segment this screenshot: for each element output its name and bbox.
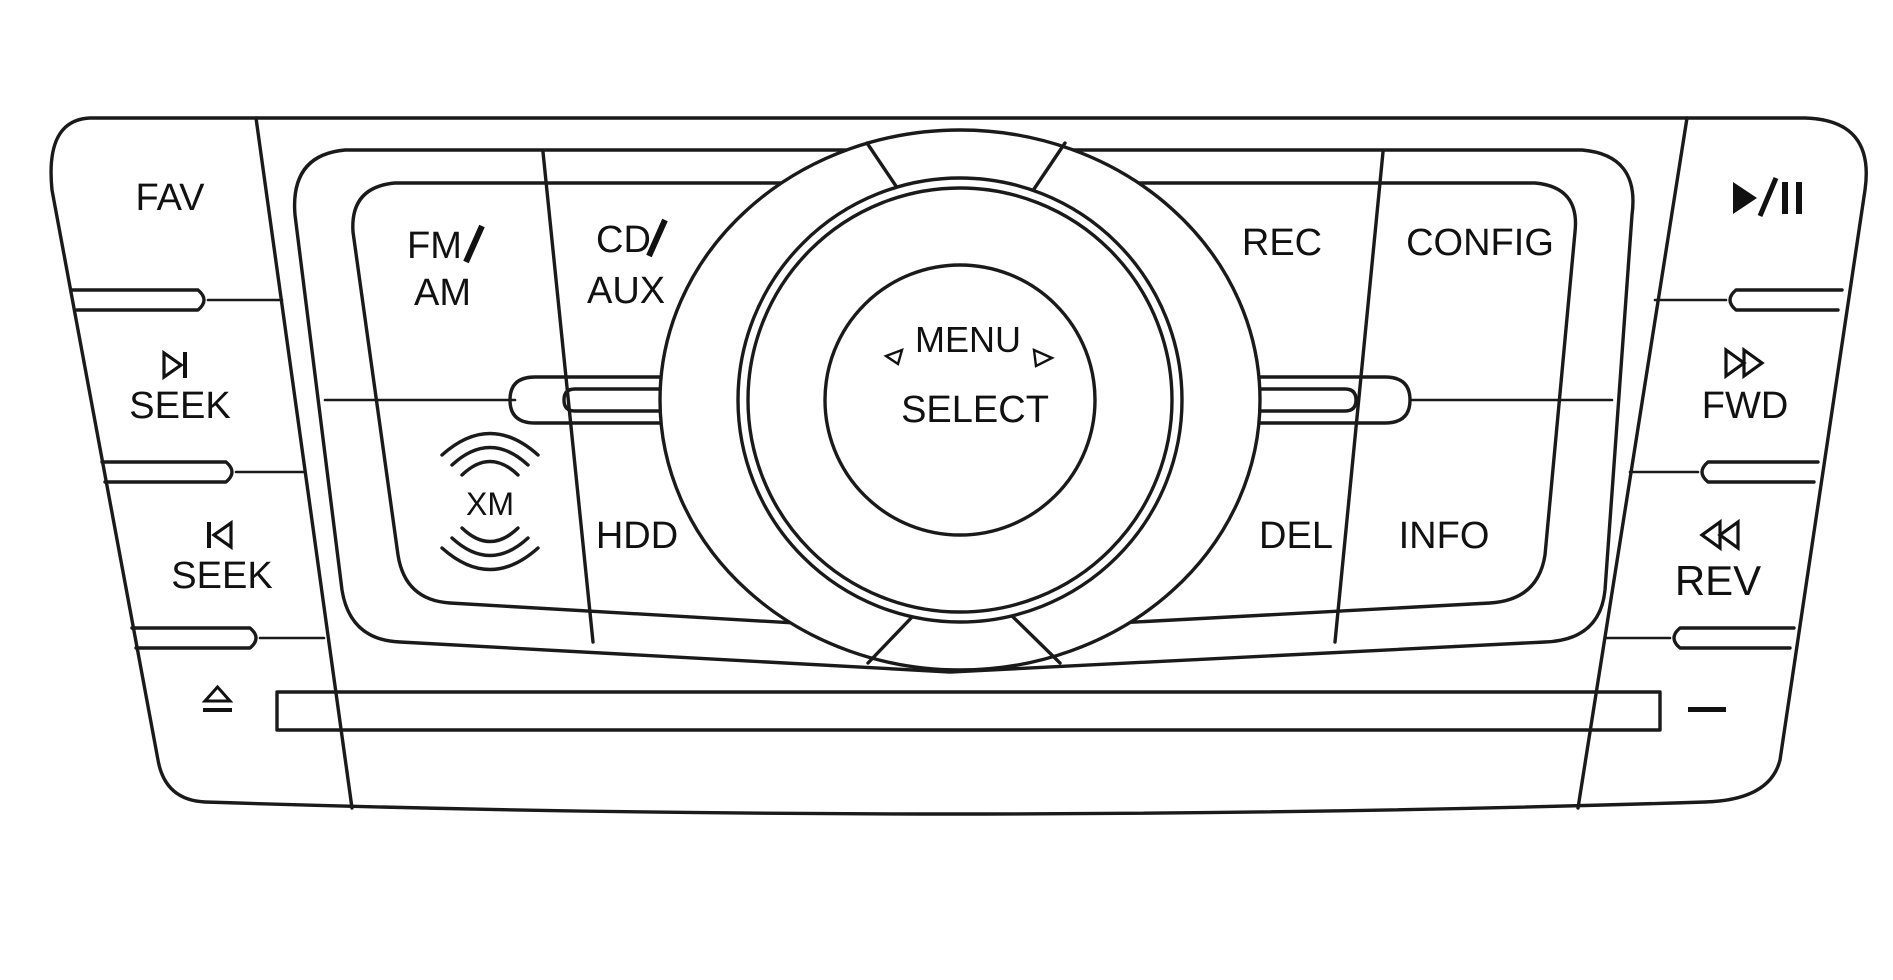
del-button[interactable]: DEL [1259,515,1333,557]
rec-label: REC [1242,222,1322,264]
fav-button[interactable]: FAV [136,177,206,219]
xm-label: XM [466,486,514,522]
right-column-separators [1603,288,1844,650]
seek-prev-label: SEEK [171,555,272,597]
center-divider-left [541,150,595,644]
rewind-icon [1699,518,1740,552]
aux-label: AUX [587,270,665,312]
play-pause-button[interactable] [1733,177,1802,217]
cd-aux-slash [646,218,668,258]
fwd-button[interactable]: FWD [1702,346,1789,427]
info-label: INFO [1399,515,1490,557]
rev-button[interactable]: REV [1675,518,1761,604]
seek-next-icon [162,349,187,381]
info-button[interactable]: INFO [1399,515,1490,557]
rev-label: REV [1675,557,1761,604]
center-divider-right [1333,150,1385,644]
config-button[interactable]: CONFIG [1406,222,1554,264]
xm-radio-waves-icon [440,431,540,572]
select-label: SELECT [901,389,1049,431]
play-pause-icon [1733,177,1802,217]
cd-label: CD [596,219,651,261]
right-slot-bar [1148,375,1412,425]
cd-slot [275,690,1662,732]
menu-arrow-right-icon [1032,348,1055,368]
knob-middle-ring-inner [746,186,1174,614]
am-label: AM [414,272,471,314]
fwd-label: FWD [1702,385,1789,427]
seek-next-button[interactable]: SEEK [129,349,231,427]
left-slot-bar [508,375,772,425]
knob-segment-top-right [1028,141,1067,197]
del-label: DEL [1259,515,1333,557]
seek-prev-icon [207,519,233,551]
rec-button[interactable]: REC [1242,222,1322,264]
minus-icon [1688,707,1726,712]
eject-icon [201,684,234,712]
menu-select-button[interactable] [823,263,1097,537]
knob-segment-bottom-right [1008,612,1062,665]
minus-button[interactable] [1688,707,1726,712]
fast-forward-icon [1724,346,1765,380]
left-column-separators [70,288,326,650]
outer-bezel [49,116,1868,816]
knob-segment-bottom-left [866,612,917,665]
menu-arrow-left-icon [883,348,904,366]
fm-am-slash [463,224,485,264]
xm-button[interactable]: XM [440,431,540,572]
hdd-label: HDD [596,515,678,557]
cd-aux-button[interactable]: CD AUX [587,218,668,312]
center-panel-outer [292,148,1635,674]
eject-button[interactable] [201,684,234,712]
seek-prev-button[interactable]: SEEK [171,519,273,597]
menu-label: MENU [915,319,1021,360]
seek-next-label: SEEK [129,385,230,427]
fm-am-button[interactable]: FM AM [407,224,485,314]
hdd-button[interactable]: HDD [596,515,678,557]
config-label: CONFIG [1406,222,1554,264]
fav-label: FAV [136,177,206,219]
left-column-divider [254,116,354,810]
center-panel-inner [351,181,1578,634]
fm-label: FM [407,225,462,267]
